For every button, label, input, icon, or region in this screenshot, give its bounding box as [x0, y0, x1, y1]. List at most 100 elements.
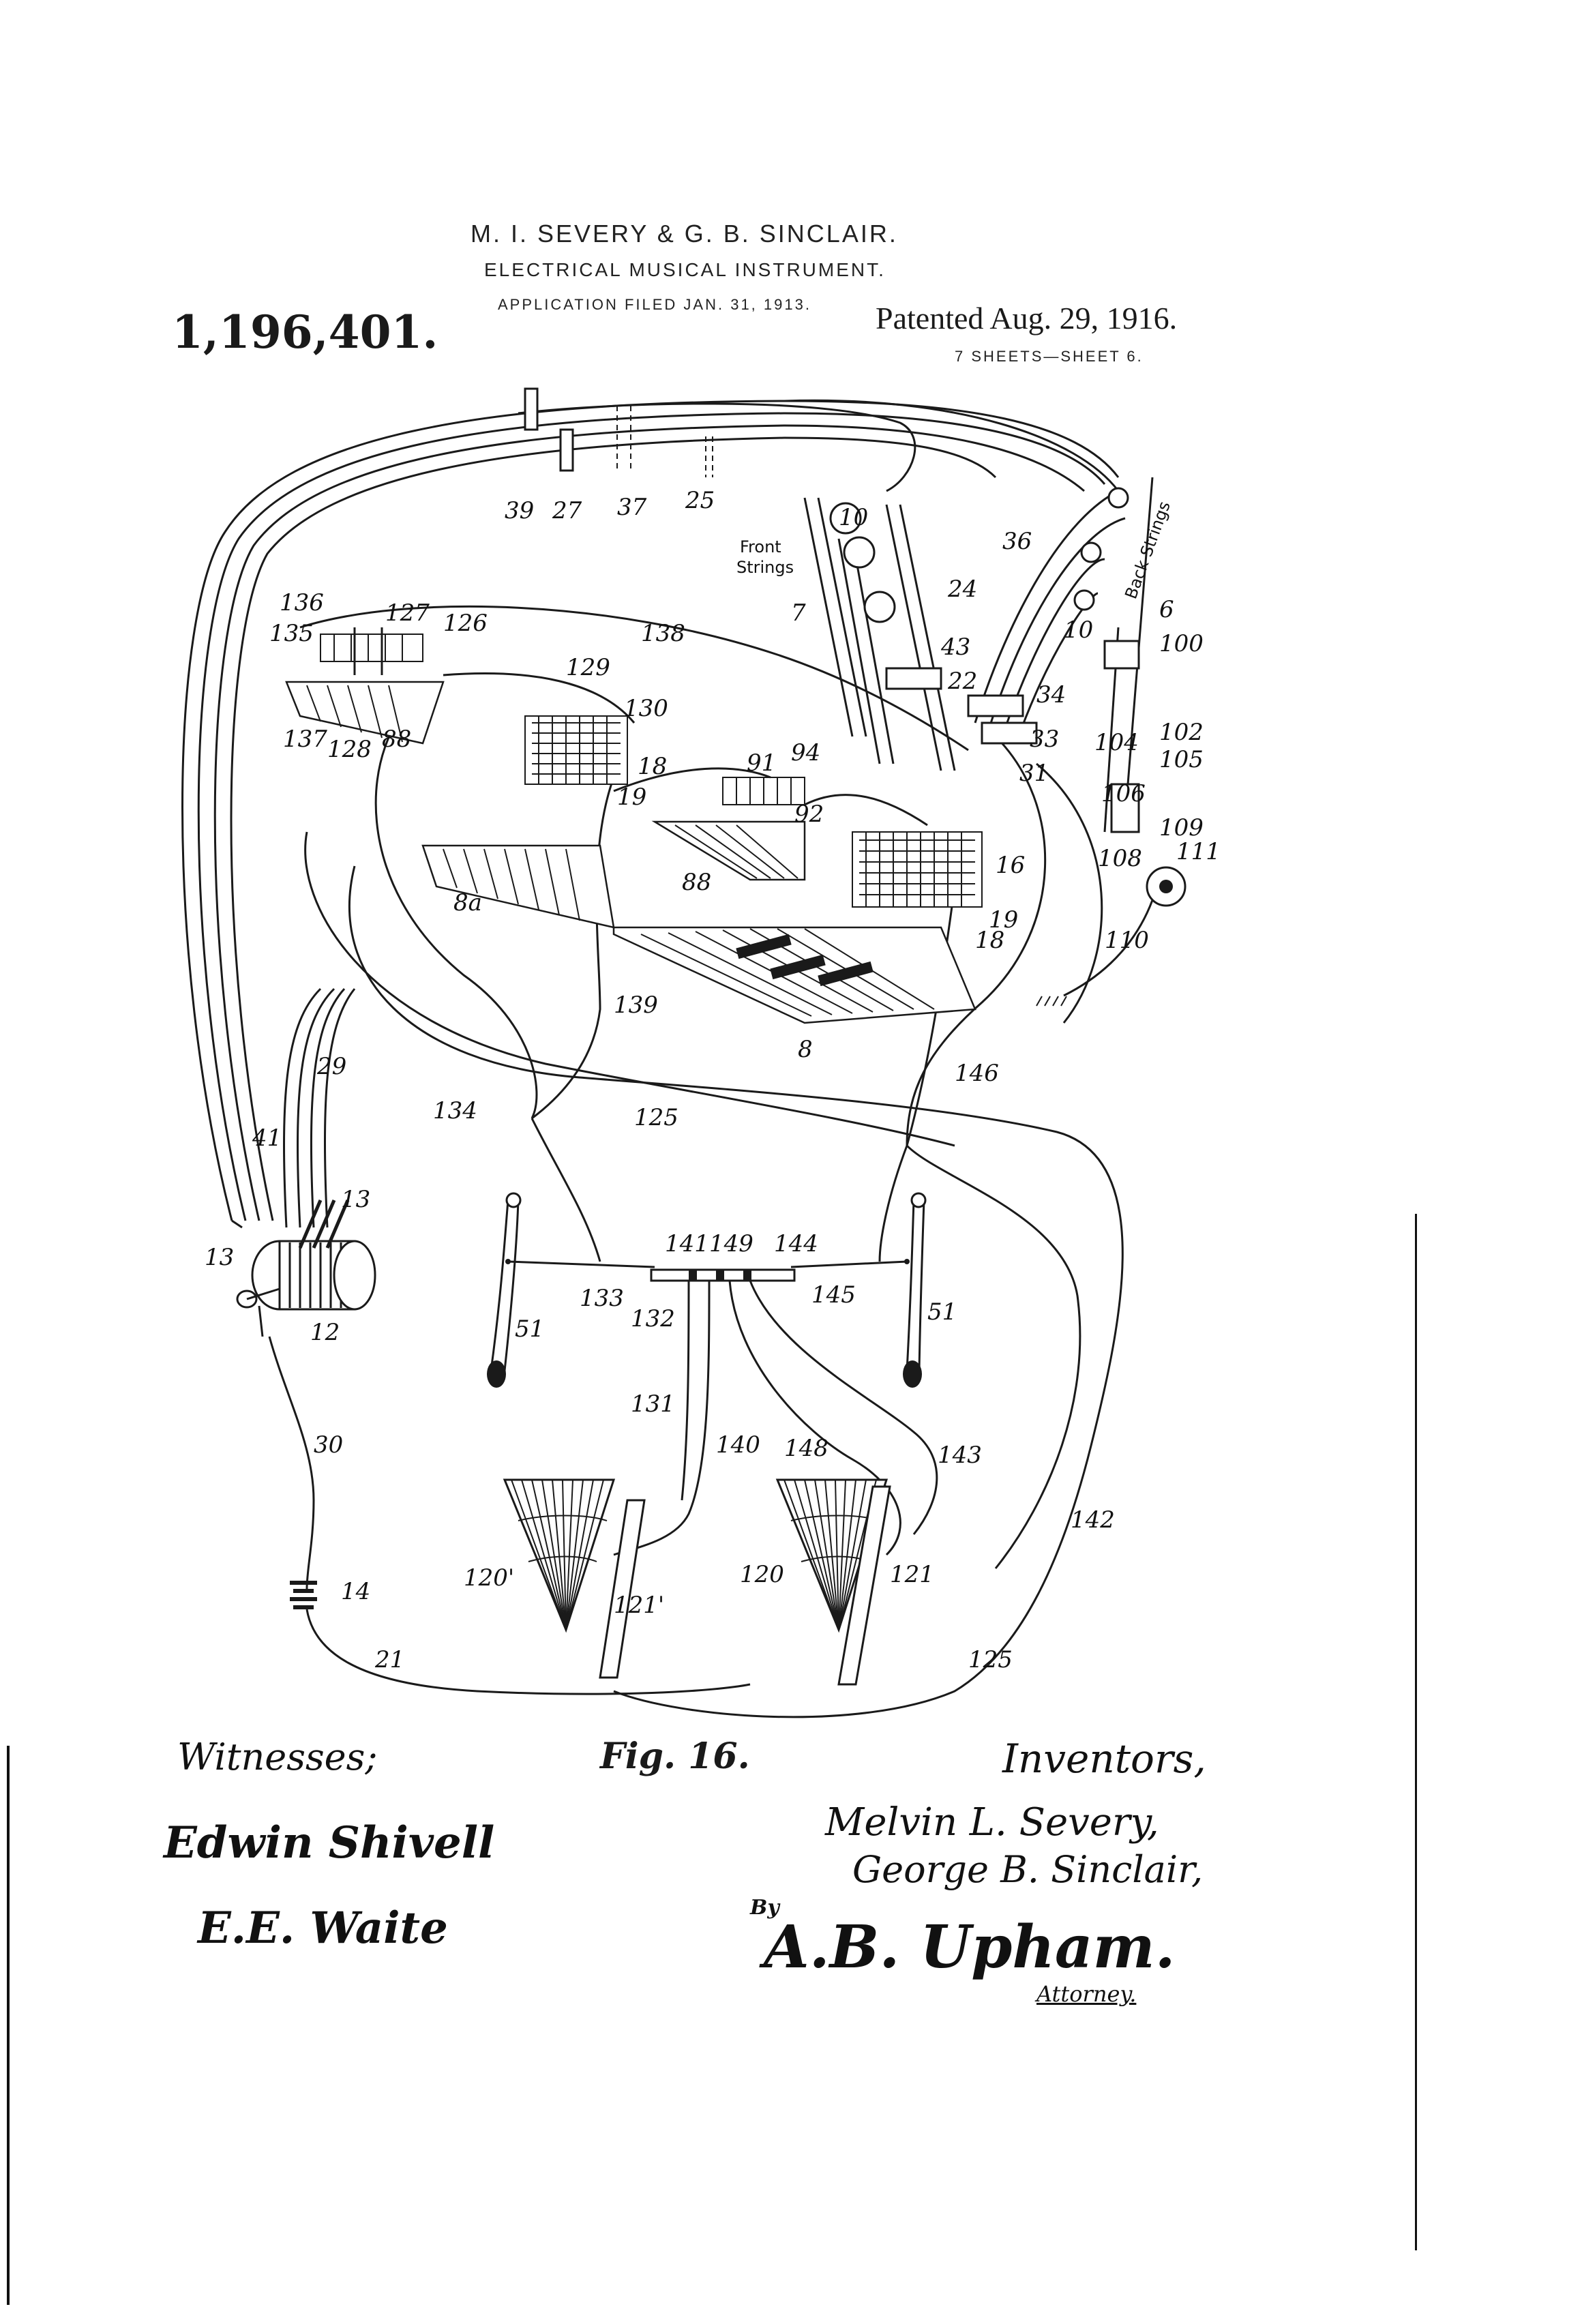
fan-120	[775, 1478, 891, 1686]
svg-text:43: 43	[940, 634, 970, 661]
svg-text:121: 121	[890, 1561, 934, 1588]
scan-edge-left	[7, 1746, 10, 2305]
svg-text:Front: Front	[740, 537, 781, 556]
switch-bar-132	[650, 1268, 796, 1282]
wire-138	[299, 605, 969, 826]
back-strings-assembly	[967, 477, 1186, 1007]
inventor-1-name: Melvin L. Severy,	[825, 1800, 1159, 1845]
svg-text:Back Strings: Back Strings	[1121, 498, 1174, 601]
svg-text:149: 149	[709, 1230, 753, 1257]
battery-14	[290, 1581, 317, 1609]
svg-text:92: 92	[794, 801, 824, 828]
svg-text:108: 108	[1098, 845, 1142, 872]
svg-text:130: 130	[624, 695, 668, 722]
svg-text:121': 121'	[614, 1592, 664, 1619]
svg-text:102: 102	[1159, 719, 1204, 746]
svg-text:21: 21	[374, 1646, 404, 1673]
witnesses-label: Witnesses;	[177, 1735, 378, 1778]
svg-text:10: 10	[839, 504, 868, 531]
svg-text:106: 106	[1101, 780, 1146, 807]
svg-text:126: 126	[443, 610, 488, 637]
left-cable-to-commutator	[231, 987, 356, 1229]
svg-text:125: 125	[634, 1104, 678, 1131]
svg-text:7: 7	[791, 599, 806, 627]
svg-text:104: 104	[1094, 729, 1139, 756]
svg-text:133: 133	[580, 1285, 624, 1312]
title-line: ELECTRICAL MUSICAL INSTRUMENT.	[484, 259, 886, 280]
svg-text:142: 142	[1071, 1506, 1115, 1534]
svg-text:136: 136	[280, 589, 324, 616]
fan-120-prime	[503, 1478, 646, 1679]
svg-text:8a: 8a	[453, 889, 482, 917]
wire-30-21	[268, 1336, 751, 1695]
attorney-signature: A.B. Upham.	[764, 1913, 1176, 1982]
svg-text:110: 110	[1105, 927, 1149, 954]
contact-block-16	[852, 831, 983, 908]
svg-text:41: 41	[252, 1124, 282, 1152]
svg-text:105: 105	[1159, 746, 1204, 773]
svg-text:88: 88	[682, 869, 711, 896]
svg-text:137: 137	[283, 726, 327, 753]
svg-text:25: 25	[685, 487, 715, 514]
patented-date: Patented Aug. 29, 1916.	[876, 301, 1178, 336]
svg-text:24: 24	[947, 576, 977, 603]
svg-text:19: 19	[617, 784, 646, 811]
svg-text:33: 33	[1030, 726, 1059, 753]
svg-text:140: 140	[716, 1431, 760, 1459]
keyboard-8	[612, 926, 976, 1024]
inventors-label: Inventors,	[1002, 1735, 1206, 1782]
outer-loop-wires	[304, 735, 1124, 1718]
svg-text:34: 34	[1036, 681, 1066, 709]
svg-text:132: 132	[631, 1305, 675, 1332]
front-strings-assembly	[803, 497, 956, 771]
svg-text:120': 120'	[464, 1564, 514, 1592]
reference-labels: 39 27 37 25 10 36 Front Strings 7 24 43 …	[205, 487, 1221, 1673]
svg-text:141: 141	[665, 1230, 709, 1257]
svg-text:143: 143	[938, 1442, 982, 1469]
svg-text:8: 8	[798, 1036, 813, 1063]
svg-text:14: 14	[341, 1578, 370, 1605]
sheet-info: 7 SHEETS—SHEET 6.	[955, 348, 1144, 365]
witness-2-signature: E.E. Waite	[198, 1903, 448, 1954]
lever-51-right	[903, 1192, 927, 1388]
top-cable-bundle	[181, 387, 1120, 1221]
svg-text:Strings: Strings	[736, 558, 794, 577]
svg-text:27: 27	[552, 497, 582, 524]
lever-51-left	[487, 1192, 522, 1388]
scan-edge-right	[1415, 1214, 1417, 2250]
svg-text:127: 127	[385, 599, 430, 627]
patent-number: 1,196,401.	[172, 306, 438, 359]
svg-text:148: 148	[784, 1435, 829, 1462]
svg-text:51: 51	[927, 1298, 957, 1326]
svg-text:19: 19	[989, 906, 1018, 934]
svg-text:138: 138	[641, 620, 685, 647]
svg-text:91: 91	[747, 749, 776, 777]
svg-text:31: 31	[1019, 760, 1049, 787]
svg-text:134: 134	[433, 1097, 477, 1124]
svg-text:51: 51	[515, 1315, 544, 1343]
svg-text:12: 12	[310, 1319, 340, 1346]
witness-1-signature: Edwin Shivell	[164, 1817, 495, 1868]
svg-text:94: 94	[791, 739, 820, 766]
contact-block-130	[524, 715, 628, 785]
fan-feed-wires	[613, 1280, 938, 1556]
svg-text:16: 16	[996, 852, 1025, 879]
svg-text:22: 22	[947, 668, 977, 695]
by-label: By	[750, 1896, 779, 1920]
svg-text:109: 109	[1159, 814, 1204, 841]
svg-text:29: 29	[316, 1053, 346, 1080]
keyboard-88-mid	[651, 820, 806, 881]
svg-text:146: 146	[955, 1060, 999, 1087]
svg-text:10: 10	[1064, 616, 1093, 644]
keyboard-8a	[421, 844, 615, 929]
figure-caption: Fig. 16.	[600, 1735, 750, 1777]
svg-text:111: 111	[1176, 838, 1221, 865]
svg-text:131: 131	[631, 1390, 675, 1418]
svg-text:6: 6	[1159, 596, 1174, 623]
inventor-2-name: George B. Sinclair,	[852, 1848, 1204, 1891]
svg-text:13: 13	[341, 1186, 370, 1213]
commutator-12	[236, 1200, 376, 1337]
svg-text:18: 18	[638, 753, 667, 780]
svg-text:30: 30	[314, 1431, 343, 1459]
